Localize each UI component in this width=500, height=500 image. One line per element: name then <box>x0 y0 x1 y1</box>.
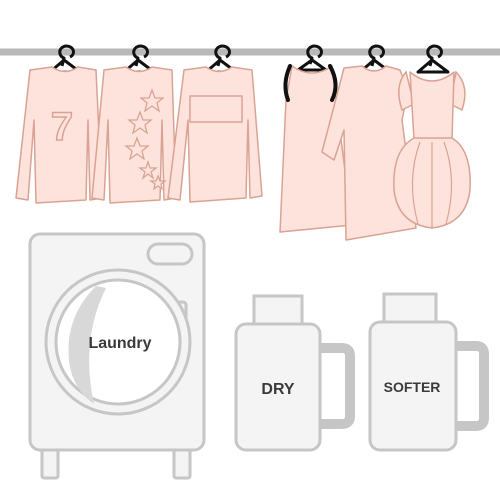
hanger-icon <box>296 44 328 72</box>
washer-window-shine <box>68 286 106 404</box>
washer-dispenser <box>146 242 194 266</box>
hanger-icon <box>416 44 450 74</box>
bottle-body <box>368 320 458 452</box>
bottle-body <box>234 322 322 452</box>
star-icon <box>127 110 153 135</box>
dress-bodice <box>409 71 455 141</box>
strap-right <box>328 64 338 102</box>
dress-party <box>393 44 471 229</box>
star-icon <box>124 136 150 161</box>
bottle-label: DRY <box>261 381 295 398</box>
star-icon <box>138 159 158 180</box>
shirt-print <box>189 95 243 123</box>
strap-left <box>283 64 292 102</box>
bottle-handle <box>310 343 355 429</box>
washer-door-label: Laundry <box>88 335 151 352</box>
bottle-handle <box>446 341 489 431</box>
detergent-bottle-softer: SOFTER <box>368 292 489 452</box>
shirt-body <box>167 66 263 203</box>
shirt-number: 7 <box>15 44 103 204</box>
dress-long <box>321 44 417 241</box>
dress-sleeve-left <box>398 70 415 112</box>
shirt-number-text: 7 <box>51 105 73 149</box>
dress-body <box>321 65 417 241</box>
bottle-cap <box>382 292 438 326</box>
star-icon <box>139 88 165 113</box>
bottle-label: SOFTER <box>384 379 441 395</box>
detergent-bottle-dry: DRY <box>234 294 355 452</box>
shirt-body <box>15 66 103 204</box>
bottle-cap <box>252 294 304 328</box>
washing-machine: Laundry <box>28 232 206 480</box>
star-icon-group <box>124 88 167 191</box>
star-icon <box>149 174 167 191</box>
shirt-pocket <box>167 44 263 203</box>
shirt-stars <box>91 44 177 204</box>
skirt-pleats <box>411 141 453 228</box>
